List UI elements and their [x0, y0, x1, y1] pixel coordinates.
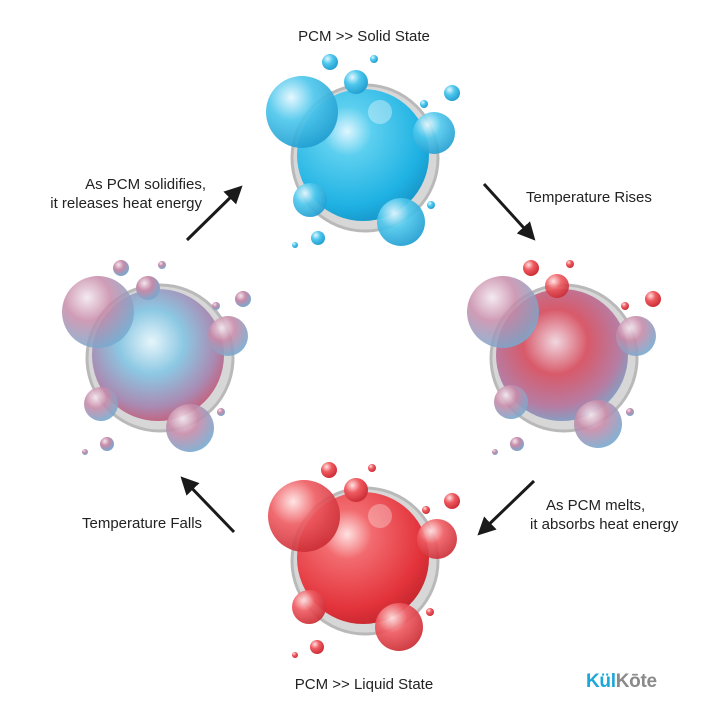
- solidifying-label-line1: As PCM solidifies,: [85, 176, 206, 193]
- melting-state-cluster: [467, 260, 661, 455]
- liquid-bubble-bl: [292, 590, 326, 624]
- solidifying-bubble-top3: [158, 261, 166, 269]
- solidifying-bubble-right-mini: [212, 302, 220, 310]
- solidifying-bubble-bottom: [100, 437, 114, 451]
- liquid-bubble-right-top: [444, 493, 460, 509]
- melting-bubble-top2: [523, 260, 539, 276]
- melting-bubble-bottom: [510, 437, 524, 451]
- solidifying-label-line2: it releases heat energy: [50, 195, 202, 212]
- solid-bubble-bottom: [311, 231, 325, 245]
- solidifying-bubble-bottom-mini: [82, 449, 88, 455]
- liquid-bubble-tl: [268, 480, 340, 552]
- solid-bubble-bl: [293, 183, 327, 217]
- solidifying-bubble-tl: [62, 276, 134, 348]
- melting-bubble-r: [616, 316, 656, 356]
- temperature-falls-label: Temperature Falls: [82, 515, 203, 532]
- logo-part1: Kül: [586, 671, 616, 692]
- solidifying-label: As PCM solidifies, it releases heat ener…: [30, 175, 206, 213]
- melting-bubble-br: [574, 400, 622, 448]
- solid-bubble-r: [413, 112, 455, 154]
- solid-bubble-bottom-mini: [292, 242, 298, 248]
- liquid-state-cluster: [268, 462, 460, 658]
- solidifying-bubble-br: [166, 404, 214, 452]
- solid-state-title: PCM >> Solid State: [298, 28, 430, 45]
- melting-bubble-top: [545, 274, 569, 298]
- solid-bubble-right-mini2: [427, 201, 435, 209]
- solidifying-bubble-r: [208, 316, 248, 356]
- liquid-state-title: PCM >> Liquid State: [294, 676, 434, 693]
- melting-bubble-tl: [467, 276, 539, 348]
- melting-bubble-right-mini: [621, 302, 629, 310]
- liquid-bubble-right-mini: [422, 506, 430, 514]
- melting-bubble-right-top: [645, 291, 661, 307]
- kulkote-logo: KülKōte: [586, 671, 657, 693]
- solid-highlight: [368, 100, 392, 124]
- solid-bubble-top3: [370, 55, 378, 63]
- solid-bubble-right-mini: [420, 100, 428, 108]
- solid-state-cluster: [266, 54, 460, 248]
- liquid-bubble-top: [344, 478, 368, 502]
- arrow-top-left: [185, 185, 243, 242]
- melting-bubble-bottom-mini: [492, 449, 498, 455]
- melting-bubble-bl: [494, 385, 528, 419]
- melting-label-line1: As PCM melts,: [546, 497, 646, 514]
- melting-bubble-top3: [566, 260, 574, 268]
- melting-label-line2: it absorbs heat energy: [530, 516, 679, 533]
- liquid-bubble-bottom-mini: [292, 652, 298, 658]
- solid-bubble-right-top: [444, 85, 460, 101]
- liquid-bubble-top2: [321, 462, 337, 478]
- logo-part2: Kōte: [615, 671, 657, 692]
- solid-bubble-top2: [322, 54, 338, 70]
- arrow-top-right: [482, 182, 536, 241]
- liquid-bubble-r: [417, 519, 457, 559]
- solidifying-bubble-right-top: [235, 291, 251, 307]
- solid-bubble-br: [377, 198, 425, 246]
- liquid-bubble-bottom: [310, 640, 324, 654]
- liquid-bubble-br: [375, 603, 423, 651]
- solidifying-bubble-top: [136, 276, 160, 300]
- liquid-bubble-right-mini2: [426, 608, 434, 616]
- solidifying-bubble-top2: [113, 260, 129, 276]
- arrow-bottom-left: [180, 476, 236, 534]
- solidifying-bubble-right-mini2: [217, 408, 225, 416]
- temperature-rises-label: Temperature Rises: [526, 189, 652, 206]
- arrow-bottom-right: [477, 479, 536, 536]
- liquid-bubble-top3: [368, 464, 376, 472]
- liquid-highlight: [368, 504, 392, 528]
- solidifying-bubble-bl: [84, 387, 118, 421]
- melting-label: As PCM melts, it absorbs heat energy: [530, 496, 678, 534]
- solidifying-state-cluster: [62, 260, 251, 455]
- melting-bubble-right-mini2: [626, 408, 634, 416]
- solid-bubble-tl: [266, 76, 338, 148]
- solid-bubble-top: [344, 70, 368, 94]
